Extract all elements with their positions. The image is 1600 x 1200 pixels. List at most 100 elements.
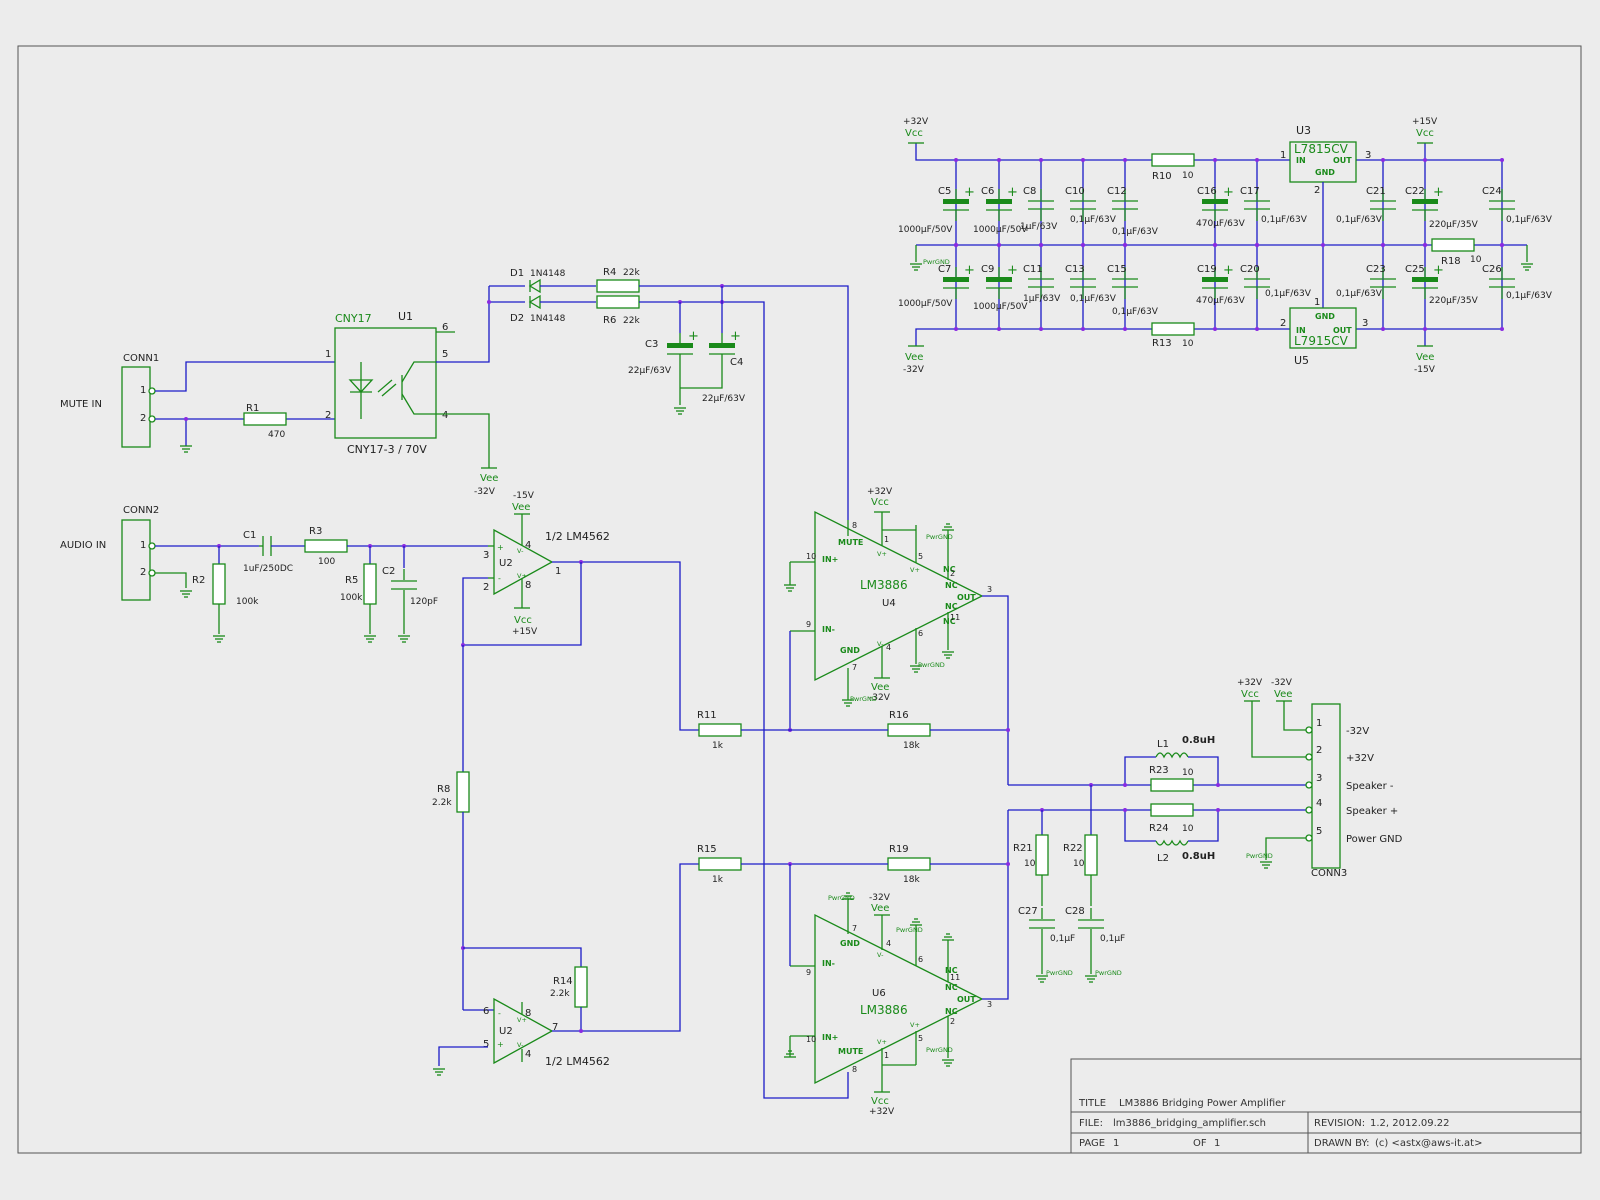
of-value: 1 [1214, 1138, 1220, 1149]
c6-ref: C6 [981, 186, 994, 197]
conn3-pin-number: 4 [1316, 798, 1322, 809]
title-value: LM3886 Bridging Power Amplifier [1119, 1098, 1286, 1109]
u4-vee: Vee [871, 682, 889, 693]
conn1-body [121, 366, 151, 448]
c12-ref: C12 [1107, 186, 1127, 197]
u4-out: OUT [957, 593, 976, 602]
c15-value: 0,1µF/63V [1112, 307, 1159, 317]
u2a-part: 1/2 LM4562 [545, 530, 610, 543]
svg-text:NC: NC [943, 617, 956, 626]
cny17-body [334, 327, 437, 439]
r21-ref: R21 [1013, 843, 1033, 854]
conn3-pin: 1-32V [1305, 718, 1369, 737]
r6-value: 22k [623, 316, 640, 326]
conn2-pin2: 2 [140, 567, 146, 578]
svg-text:IN-: IN- [822, 959, 835, 968]
u4-pwrgnd1: PwrGND [926, 533, 953, 541]
svg-text:5: 5 [918, 1034, 923, 1043]
u1-ref: U1 [398, 310, 413, 323]
r15-ref: R15 [697, 844, 717, 855]
u2b-pin4: 4 [525, 1049, 531, 1060]
svg-text:1: 1 [884, 1051, 889, 1060]
r2-value: 100k [236, 597, 259, 607]
c16-value: 470µF/63V [1196, 219, 1246, 229]
cny17-name: CNY17 [335, 312, 372, 325]
u4-gnd: GND [840, 646, 860, 655]
vee-label-u1: Vee [480, 473, 498, 484]
svg-text:NC: NC [945, 983, 958, 992]
c5-value: 1000µF/50V [898, 225, 953, 235]
c3-ref: C3 [645, 339, 658, 350]
power-supply-section: +32V Vcc Vee -32V PwrGND R10 10 R13 10 R… [898, 117, 1553, 375]
c20-ref: C20 [1240, 264, 1260, 275]
r23-value: 10 [1182, 768, 1194, 778]
d1-value: 1N4148 [530, 269, 566, 279]
u6-lm3886 [814, 913, 984, 1085]
svg-text:11: 11 [950, 613, 960, 622]
r10-value: 10 [1182, 171, 1194, 181]
page-label: PAGE [1079, 1138, 1105, 1149]
c23-ref: C23 [1366, 264, 1386, 275]
r10-ref: R10 [1152, 171, 1172, 182]
svg-text:PwrGND: PwrGND [850, 695, 877, 703]
vee-value-u1: -32V [474, 487, 496, 497]
u5-part: L7915CV [1294, 334, 1349, 348]
svg-text:PwrGND: PwrGND [828, 894, 855, 902]
u4-power-amp: LM3886 U4 MUTE GND IN+IN- V+ V+ V- NCNC … [741, 487, 1010, 785]
l2-ref: L2 [1157, 853, 1169, 864]
r5-value: 100k [340, 593, 363, 603]
svg-text:5: 5 [918, 552, 923, 561]
psu-vee-bot: Vee [905, 352, 923, 363]
svg-text:7: 7 [852, 924, 857, 933]
svg-text:NC: NC [945, 966, 958, 975]
title-block: TITLE LM3886 Bridging Power Amplifier FI… [1070, 1058, 1582, 1154]
c15-ref: C15 [1107, 264, 1127, 275]
c12-value: 0,1µF/63V [1112, 227, 1159, 237]
svg-text:1: 1 [884, 535, 889, 544]
title-label: TITLE [1078, 1098, 1106, 1109]
c5-ref: C5 [938, 186, 951, 197]
u4-mute: MUTE [838, 538, 863, 547]
svg-text:V-: V- [517, 1041, 524, 1049]
svg-text:8: 8 [852, 1065, 857, 1074]
r1-value: 470 [268, 430, 285, 440]
svg-text:NC: NC [945, 1007, 958, 1016]
output-section: L1 0.8uH R23 10 R24 10 L2 0.8uH R21 10 C… [1008, 678, 1403, 983]
file-label: FILE: [1079, 1118, 1103, 1129]
c1-value: 1uF/250DC [243, 564, 293, 574]
r2-ref: R2 [192, 575, 205, 586]
c6-value: 1000µF/50V [973, 225, 1028, 235]
mute-in-label: MUTE IN [60, 399, 102, 410]
svg-text:10: 10 [806, 1035, 816, 1044]
u5-ref: U5 [1294, 354, 1309, 367]
conn3-vee-value: -32V [1271, 678, 1293, 688]
r1-ref: R1 [246, 403, 259, 414]
c8-ref: C8 [1023, 186, 1036, 197]
svg-text:8: 8 [852, 521, 857, 530]
r14-value: 2.2k [550, 989, 570, 999]
u3-out: OUT [1333, 156, 1352, 165]
u4-vcc: Vcc [871, 497, 889, 508]
c27-ref: C27 [1018, 906, 1038, 917]
c10-value: 0,1µF/63V [1070, 215, 1117, 225]
r19-value: 18k [903, 875, 920, 885]
drawn-by-label: DRAWN BY: [1314, 1138, 1370, 1149]
svg-text:V+: V+ [517, 1016, 527, 1024]
psu-vee15-value: -15V [1414, 365, 1436, 375]
svg-text:PwrGND: PwrGND [918, 661, 945, 669]
u6-vee: Vee [871, 903, 889, 914]
svg-text:7: 7 [852, 663, 857, 672]
c4-value: 22µF/63V [702, 394, 746, 404]
c20-value: 0,1µF/63V [1265, 289, 1312, 299]
svg-text:PwrGND: PwrGND [1246, 852, 1273, 860]
u1-pin2: 2 [325, 410, 331, 421]
c25-ref: C25 [1405, 264, 1425, 275]
c26-value: 0,1µF/63V [1506, 291, 1553, 301]
u2a-pin1: 1 [555, 566, 561, 577]
